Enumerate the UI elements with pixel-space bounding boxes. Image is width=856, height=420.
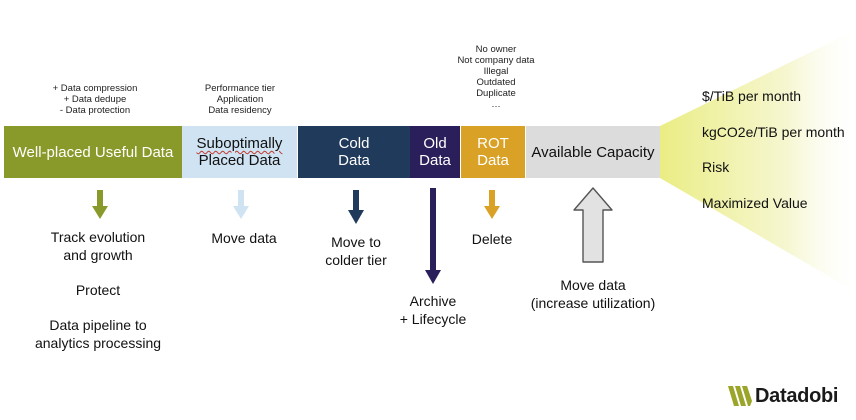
arrow-up-grey-icon	[573, 187, 613, 263]
segment-cold: Cold Data	[298, 126, 410, 178]
arrow-down-long-indigo-icon	[425, 188, 441, 284]
arrow-down-lightblue-icon	[233, 190, 249, 219]
note-rot: No owner Not company data Illegal Outdat…	[457, 44, 535, 110]
arrow-down-navy-icon	[348, 190, 364, 224]
actions-cold: Move to colder tier	[325, 234, 387, 268]
value-maximized: Maximized Value	[702, 195, 808, 211]
actions-well-placed: Track evolution and growth Protect Data …	[34, 229, 162, 351]
actions-capacity: Move data (increase utilization)	[530, 277, 656, 311]
value-cost: $/TiB per month	[702, 88, 802, 104]
segment-well-placed: Well-placed Useful Data	[4, 126, 182, 178]
note-well-placed: + Data compression + Data dedupe - Data …	[52, 83, 138, 116]
value-carbon: kgCO2e/TiB per month	[702, 124, 845, 140]
logo-text: Datadobi	[755, 384, 839, 407]
arrow-down-olive-icon	[92, 190, 108, 219]
datadobi-logo-icon	[728, 386, 752, 406]
value-risk: Risk	[702, 159, 730, 175]
segment-old: Old Data	[410, 126, 460, 178]
arrow-down-gold-icon	[484, 190, 500, 219]
segment-rot: ROT Data	[461, 126, 525, 178]
note-suboptimal: Performance tier Application Data reside…	[204, 83, 276, 116]
actions-suboptimal: Move data	[211, 230, 277, 246]
segment-suboptimal: Suboptimally Placed Data	[182, 126, 297, 178]
actions-rot: Delete	[471, 231, 513, 247]
actions-old: Archive + Lifecycle	[399, 293, 467, 327]
segment-available-capacity: Available Capacity	[526, 126, 660, 178]
datadobi-logo: Datadobi	[727, 383, 838, 409]
